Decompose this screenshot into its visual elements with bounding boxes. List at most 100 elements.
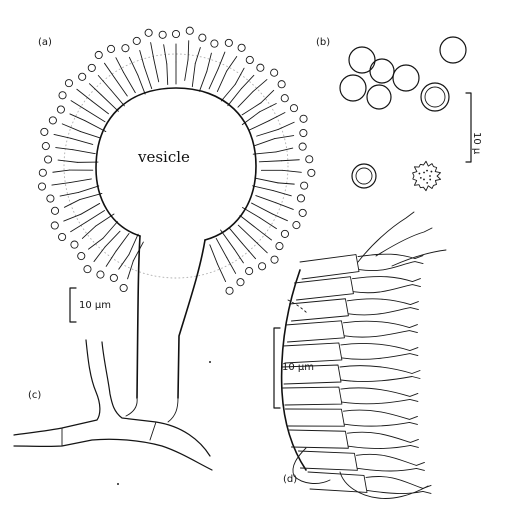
tip-conidium (42, 142, 49, 149)
phialide-cell-lower (348, 445, 418, 448)
phialide (195, 47, 200, 63)
tip-conidium (145, 29, 152, 36)
tip-conidium (293, 221, 300, 228)
phialide (188, 41, 189, 60)
metula (138, 75, 145, 94)
stalk-right-wall (178, 240, 205, 398)
phialide (218, 52, 225, 69)
phialide-cell-lower (353, 285, 420, 293)
surface-dot (429, 179, 431, 181)
conidium-inner-wall (356, 168, 372, 184)
tip-conidium (51, 222, 58, 229)
metula (249, 121, 269, 130)
phialide-cell-lower (342, 399, 418, 403)
surface-dot (429, 175, 431, 177)
phialide (89, 238, 104, 249)
metula (253, 152, 276, 154)
tip-conidium (122, 45, 129, 52)
tip-conidium (88, 64, 95, 71)
tip-conidium (290, 105, 297, 112)
phialide (258, 229, 272, 240)
phialide (227, 57, 237, 71)
metula (257, 129, 279, 136)
phialide (64, 214, 81, 221)
tip-conidium (281, 230, 288, 237)
conidium (393, 65, 419, 91)
metula-cell (283, 387, 342, 405)
tip-conidium (186, 27, 193, 34)
rough-conidium (413, 161, 441, 191)
metula (80, 193, 102, 199)
phialide (119, 255, 129, 269)
tip-conidium (59, 233, 66, 240)
metula (87, 110, 105, 121)
phialide (276, 203, 293, 210)
tip-conidium (308, 169, 315, 176)
metula-cell (285, 321, 344, 342)
phialide-cell-upper (347, 299, 418, 305)
panel-b-label: (b) (316, 37, 330, 48)
metula-cell (289, 299, 348, 321)
metula (123, 72, 135, 92)
tip-conidium (78, 252, 85, 259)
phialide-cell-upper (343, 321, 417, 327)
scale-label-b: 10 µ (471, 132, 482, 155)
phialide (260, 104, 277, 112)
tip-conidium (159, 31, 166, 38)
phialide (255, 241, 267, 253)
surface-dot (423, 172, 425, 174)
scale-bar-d (274, 328, 280, 408)
phialide (98, 75, 111, 90)
metula (238, 225, 255, 241)
phialide (227, 258, 236, 274)
tip-conidium (237, 279, 244, 286)
tip-conidium (110, 274, 117, 281)
rough-conidium-outline (413, 161, 441, 191)
metula (116, 234, 129, 252)
scale-label-d: 10 µm (282, 362, 314, 373)
tip-conidium (306, 156, 313, 163)
phialide-cell-lower (344, 422, 417, 426)
tip-conidium (271, 69, 278, 76)
basal-cell (293, 448, 330, 483)
phialide-fringe (376, 228, 432, 256)
head-section-detail (282, 212, 446, 499)
metula-cell (298, 451, 357, 470)
metula (252, 203, 273, 214)
phialide-cell-upper (343, 410, 417, 419)
tip-conidium (246, 56, 253, 63)
phialide (261, 90, 274, 102)
tip-conidium (300, 115, 307, 122)
metula-cell (285, 409, 344, 426)
tip-conidium (44, 156, 51, 163)
metula (217, 71, 226, 92)
phialide (282, 170, 301, 172)
tip-conidium (276, 242, 283, 249)
tip-conidium (297, 195, 304, 202)
phialide-fringe (392, 250, 446, 266)
phialide (269, 113, 285, 121)
metula (209, 69, 218, 89)
phialide (89, 84, 101, 95)
scale-label-c: 10 µm (79, 300, 111, 311)
metula (210, 245, 218, 264)
metula (230, 228, 243, 243)
metula-cell (289, 430, 348, 448)
metula (199, 71, 206, 91)
tip-conidium (71, 241, 78, 248)
tip-conidium (300, 129, 307, 136)
stalk-left-wall (137, 236, 140, 398)
phialide-cell-upper (341, 343, 418, 350)
tip-conidium (59, 92, 66, 99)
phialide (116, 58, 124, 73)
tip-conidium (51, 207, 58, 214)
metula (255, 178, 278, 183)
metula-cell (300, 255, 359, 279)
tip-conidium (84, 266, 91, 273)
tip-conidium (211, 40, 218, 47)
scale-bar-b (466, 93, 471, 162)
phialide (60, 192, 78, 196)
tip-conidium (95, 51, 102, 58)
tip-conidium (226, 287, 233, 294)
